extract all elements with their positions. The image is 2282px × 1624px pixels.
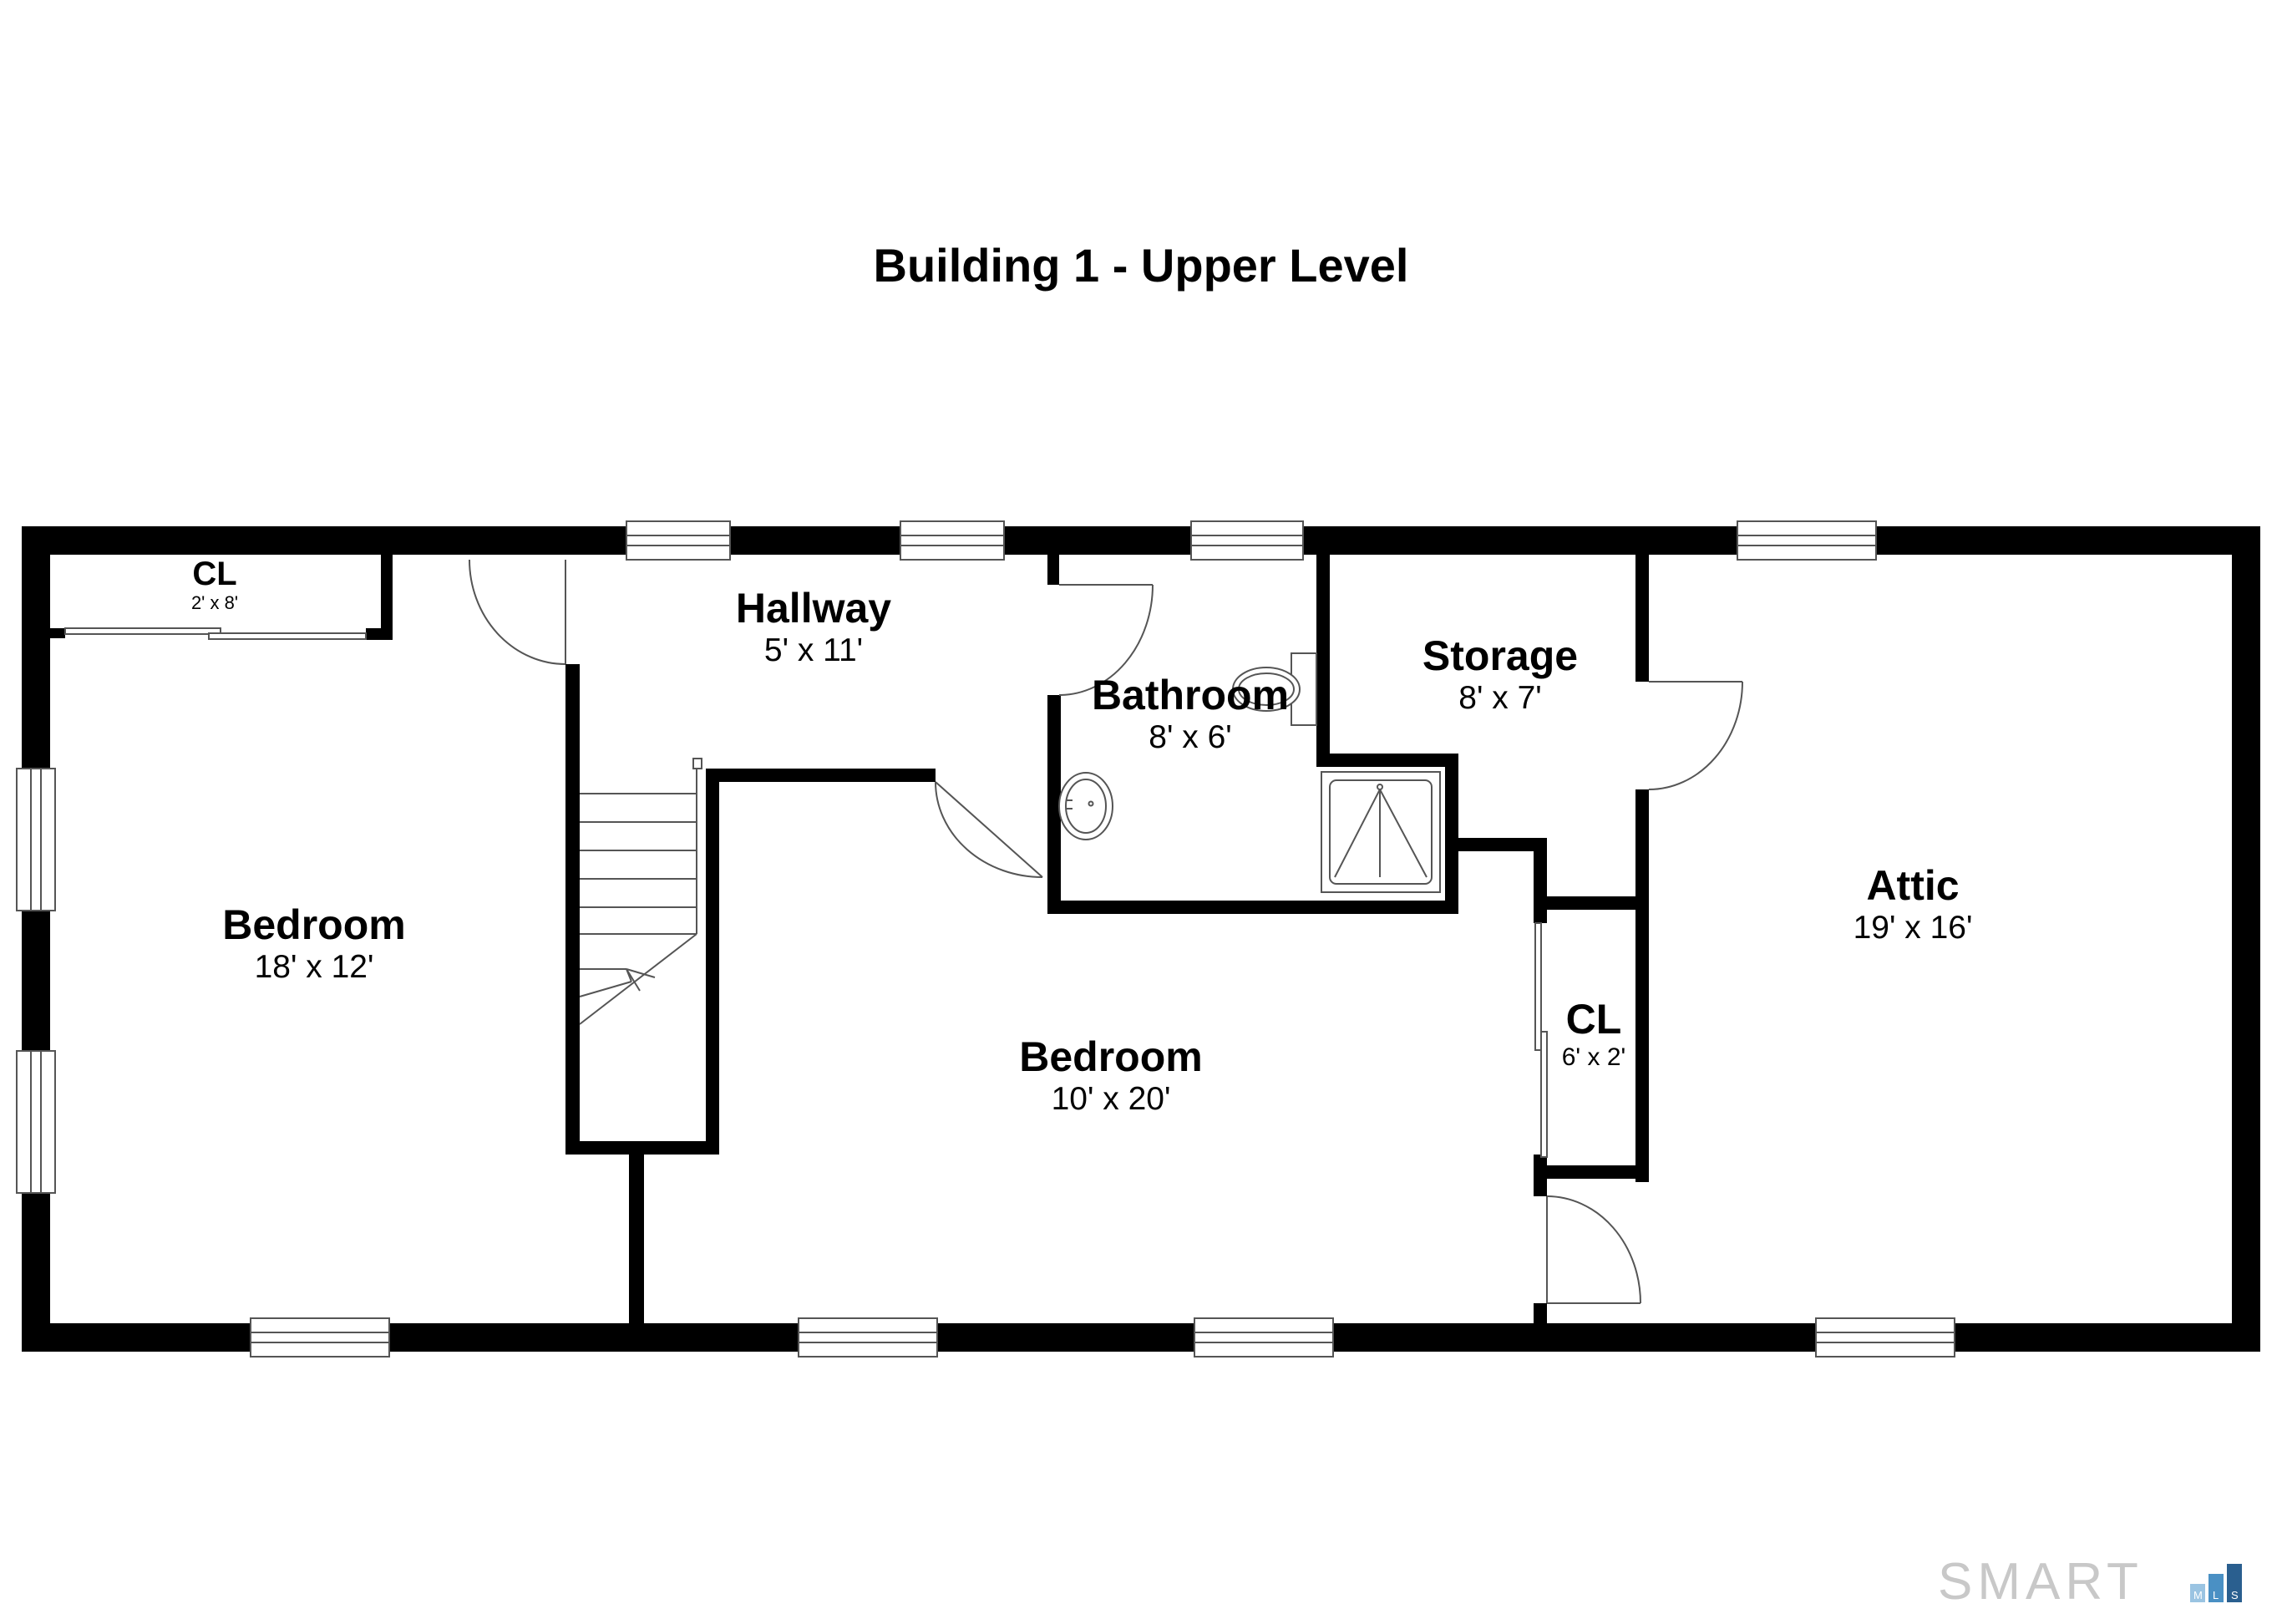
svg-text:S: S: [2231, 1589, 2239, 1601]
closet-a-label: CL 2' x 8': [191, 557, 238, 612]
swing-doors: [469, 559, 1743, 1304]
storage-name: Storage: [1422, 632, 1579, 679]
storage-label: Storage 8' x 7': [1422, 635, 1578, 714]
hallway-dim: 5' x 11': [763, 632, 864, 668]
attic-label: Attic 19' x 16': [1853, 865, 1973, 944]
shower-icon: [1321, 771, 1441, 893]
sliding-doors: [64, 627, 1548, 1158]
storage-dim: 8' x 7': [1458, 680, 1542, 716]
bathroom-fixtures: [1058, 652, 1441, 893]
staircase: [579, 758, 702, 1025]
bedroom-center-label: Bedroom 10' x 20': [1019, 1036, 1202, 1115]
bathroom-name: Bathroom: [1091, 672, 1290, 718]
sink-icon: [1058, 772, 1113, 840]
hallway-name: Hallway: [735, 585, 892, 632]
toilet-icon: [1232, 652, 1317, 726]
bedroom-west-label: Bedroom 18' x 12': [222, 904, 405, 983]
interior-walls: [50, 551, 1649, 1325]
closet-b-label: CL 6' x 2': [1562, 998, 1626, 1070]
closet-b-name: CL: [1565, 996, 1622, 1043]
closet-b-dim: 6' x 2': [1561, 1043, 1626, 1071]
svg-text:SMART: SMART: [1938, 1555, 2143, 1606]
bedroom-center-dim: 10' x 20': [1051, 1081, 1171, 1117]
smart-mls-logo: SMART M L S: [1938, 1555, 2242, 1606]
svg-text:L: L: [2213, 1589, 2219, 1601]
bathroom-dim: 8' x 6': [1149, 719, 1232, 755]
attic-dim: 19' x 16': [1853, 910, 1973, 946]
hallway-label: Hallway 5' x 11': [736, 587, 891, 667]
attic-name: Attic: [1866, 862, 1960, 909]
bedroom-west-name: Bedroom: [222, 901, 406, 948]
bedroom-center-name: Bedroom: [1019, 1033, 1203, 1080]
bedroom-west-dim: 18' x 12': [254, 949, 374, 985]
windows: [16, 520, 1955, 1358]
closet-a-name: CL: [192, 556, 237, 592]
closet-a-dim: 2' x 8': [190, 592, 239, 613]
page-title: Building 1 - Upper Level: [873, 239, 1409, 292]
svg-text:M: M: [2193, 1589, 2203, 1601]
bathroom-label: Bathroom 8' x 6': [1092, 674, 1289, 754]
